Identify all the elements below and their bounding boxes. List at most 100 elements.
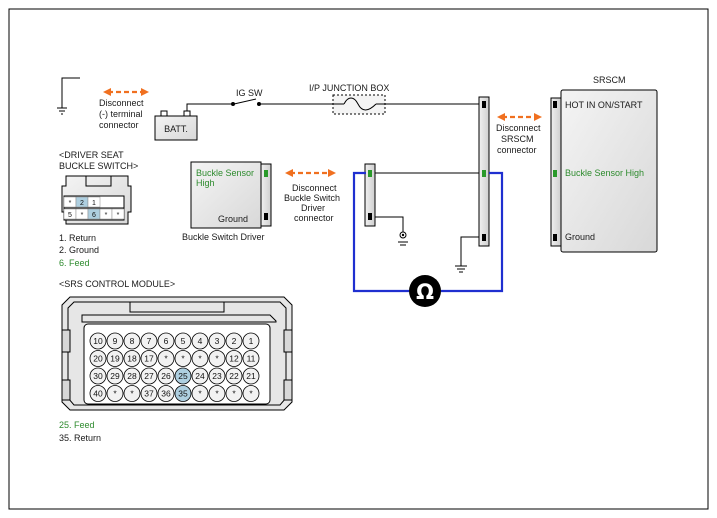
module-pin-circle bbox=[106, 385, 124, 402]
driver-disconnect-label-1: Disconnect bbox=[292, 183, 337, 193]
module-pin-label: 30 bbox=[93, 371, 103, 381]
module-pin-label: 21 bbox=[246, 371, 256, 381]
srscm-module bbox=[550, 89, 658, 253]
module-legend-return: 35. Return bbox=[59, 433, 101, 443]
driver-disconnect-arrow-icon bbox=[285, 169, 336, 177]
module-pin-label: 24 bbox=[195, 371, 205, 381]
module-pin-circle bbox=[191, 350, 209, 367]
module-pin-circle bbox=[208, 332, 226, 350]
module-pin-circle bbox=[89, 367, 107, 385]
module-pin-label: 28 bbox=[127, 371, 137, 381]
module-pin-label: * bbox=[215, 354, 219, 364]
driver-seat-buckle-switch-connector: * 2 1 5 * 6 * * bbox=[61, 175, 132, 225]
module-pin-circle bbox=[208, 350, 226, 367]
module-pin-label: * bbox=[198, 389, 202, 399]
switch-legend-return: 1. Return bbox=[59, 233, 96, 243]
module-pin-label: 22 bbox=[229, 371, 239, 381]
module-pin-circle bbox=[123, 367, 141, 385]
module-pin-label: 11 bbox=[247, 354, 256, 364]
ohmmeter-icon: Ω bbox=[409, 275, 441, 307]
switch-pin: 1 bbox=[92, 200, 96, 207]
module-pin-circle bbox=[89, 350, 107, 367]
module-pin-label: * bbox=[113, 389, 117, 399]
module-pin-circle bbox=[174, 350, 192, 367]
battery-terminal-ground-icon bbox=[57, 77, 80, 115]
module-pin-label: 12 bbox=[229, 354, 239, 364]
driver-disconnect-label-3: Driver bbox=[301, 203, 325, 213]
module-pin-label: 7 bbox=[147, 336, 152, 346]
terminal-disconnect-label-2: (-) terminal bbox=[99, 109, 143, 119]
module-pin-circle bbox=[106, 332, 124, 350]
module-pin-circle bbox=[208, 385, 226, 402]
module-pin-label: 6 bbox=[164, 336, 169, 346]
switch-pin: * bbox=[105, 212, 108, 219]
module-pin-label: * bbox=[181, 354, 185, 364]
module-pin-circle bbox=[191, 367, 209, 385]
srscm-disconnect-label-1: Disconnect bbox=[496, 123, 541, 133]
module-pin-label: * bbox=[249, 389, 253, 399]
srscm-disconnect-arrow-icon bbox=[497, 113, 542, 121]
ground-icon bbox=[455, 265, 467, 273]
srscm-pin-ground: Ground bbox=[565, 232, 595, 242]
fuse-icon bbox=[343, 97, 377, 111]
srscm-harness-connector bbox=[478, 96, 490, 247]
module-pin-label: 4 bbox=[198, 336, 203, 346]
module-pin-label: * bbox=[130, 389, 134, 399]
switch-pin: * bbox=[81, 212, 84, 219]
module-pin-circle bbox=[157, 332, 175, 350]
terminal-disconnect-label-3: connector bbox=[99, 120, 139, 130]
module-pin-label: 25 bbox=[178, 371, 188, 381]
driver-disconnect-label-2: Buckle Switch bbox=[284, 193, 340, 203]
module-pin-circle bbox=[242, 367, 260, 385]
module-pin-label: * bbox=[215, 389, 219, 399]
ohm-symbol: Ω bbox=[416, 280, 434, 304]
module-pin-circle bbox=[225, 350, 243, 367]
module-pin-label: 19 bbox=[110, 354, 120, 364]
battery-label: BATT. bbox=[164, 124, 188, 134]
module-pin-label: 36 bbox=[161, 389, 171, 399]
module-pin-label: 27 bbox=[144, 371, 154, 381]
switch-legend-ground: 2. Ground bbox=[59, 245, 99, 255]
module-pin-circle bbox=[191, 385, 209, 402]
module-pin-circle bbox=[208, 367, 226, 385]
module-pin-circle bbox=[174, 367, 192, 385]
module-pin-circle bbox=[140, 350, 158, 367]
driver-disconnect-label-4: connector bbox=[294, 213, 334, 223]
srscm-disconnect-label-3: connector bbox=[497, 145, 537, 155]
driver-pin-ground: Ground bbox=[218, 214, 248, 224]
module-pin-circle bbox=[174, 385, 192, 402]
ignition-switch-icon bbox=[233, 98, 261, 106]
module-pin-circle bbox=[123, 332, 141, 350]
module-pin-label: 40 bbox=[93, 389, 103, 399]
module-pin-label: 37 bbox=[144, 389, 154, 399]
driver-pin-high: High bbox=[196, 178, 215, 188]
switch-pin: 5 bbox=[68, 212, 72, 219]
module-pin-circle bbox=[140, 367, 158, 385]
module-pin-circle bbox=[157, 350, 175, 367]
switch-pin: * bbox=[117, 212, 120, 219]
module-pin-label: 9 bbox=[113, 336, 118, 346]
module-pin-label: * bbox=[164, 354, 168, 364]
driver-harness-connector bbox=[364, 163, 376, 227]
module-pin-label: 8 bbox=[130, 336, 135, 346]
measurement-wire bbox=[352, 171, 504, 293]
module-pin-label: 5 bbox=[181, 336, 186, 346]
module-pin-label: * bbox=[232, 389, 236, 399]
module-pin-label: 17 bbox=[144, 354, 154, 364]
switch-pin: * bbox=[69, 200, 72, 207]
module-pin-circle bbox=[123, 385, 141, 402]
module-pin-circle bbox=[157, 385, 175, 402]
module-pin-circle bbox=[140, 385, 158, 402]
terminal-disconnect-label-1: Disconnect bbox=[99, 98, 144, 108]
srscm-pin-buckle-sensor-high: Buckle Sensor High bbox=[565, 168, 644, 178]
module-pin-circle bbox=[225, 385, 243, 402]
module-pin-circle bbox=[225, 367, 243, 385]
srscm-title: SRSCM bbox=[593, 75, 626, 85]
disconnect-arrow-icon bbox=[103, 88, 149, 96]
chassis-ground-icon bbox=[398, 231, 408, 246]
switch-legend-feed: 6. Feed bbox=[59, 258, 90, 268]
module-pin-circle bbox=[89, 332, 107, 350]
module-pin-circle bbox=[242, 350, 260, 367]
